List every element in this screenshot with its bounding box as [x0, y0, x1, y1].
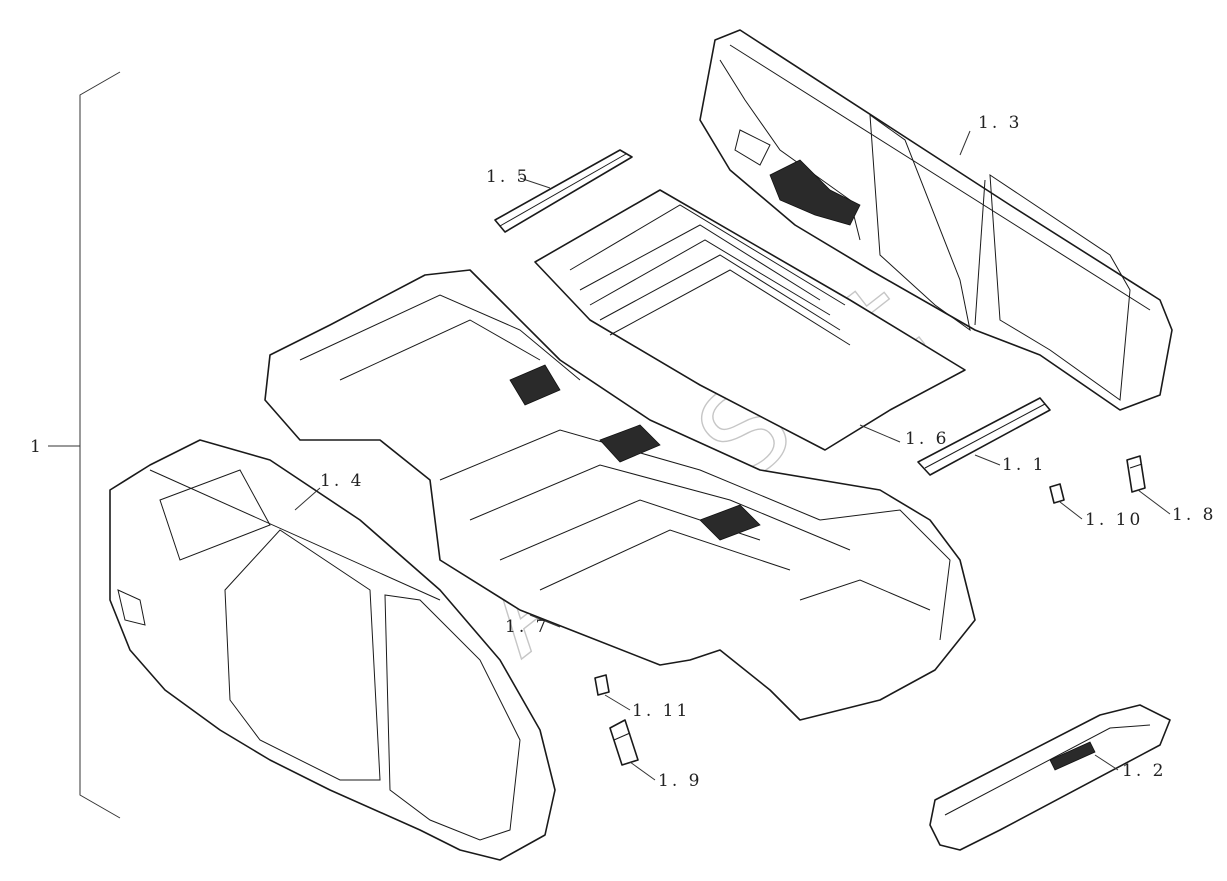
part-1-8-bracket [1126, 455, 1146, 493]
label-1-6: 1. 6 [905, 429, 949, 449]
part-1-2-cowl-crossmember [929, 704, 1171, 851]
part-1-4-side-panel-left [109, 439, 556, 861]
leader-lines [294, 130, 1171, 781]
label-1-3: 1. 3 [978, 113, 1022, 133]
label-1-11: 1. 11 [632, 701, 690, 721]
assembly-bracket [48, 71, 121, 819]
part-1-10-clip [1049, 483, 1065, 504]
label-assembly-1: 1 [30, 437, 44, 457]
label-1-8: 1. 8 [1172, 505, 1216, 525]
part-1-6-roof-panel [534, 189, 966, 451]
part-1-11-clip [594, 674, 610, 696]
label-1-1: 1. 1 [1002, 455, 1046, 475]
label-1-7: 1. 7 [505, 617, 549, 637]
part-1-1-cross-member [917, 397, 1051, 476]
part-1-3-side-panel-right [699, 29, 1173, 411]
part-1-5-roof-front-rail [494, 149, 633, 233]
part-1-9-bracket [609, 719, 639, 766]
label-1-10: 1. 10 [1085, 510, 1143, 530]
label-1-2: 1. 2 [1122, 761, 1166, 781]
label-1-9: 1. 9 [658, 771, 702, 791]
label-1-4: 1. 4 [320, 471, 364, 491]
label-1-5: 1. 5 [486, 167, 530, 187]
part-1-7-underbody [264, 269, 976, 721]
